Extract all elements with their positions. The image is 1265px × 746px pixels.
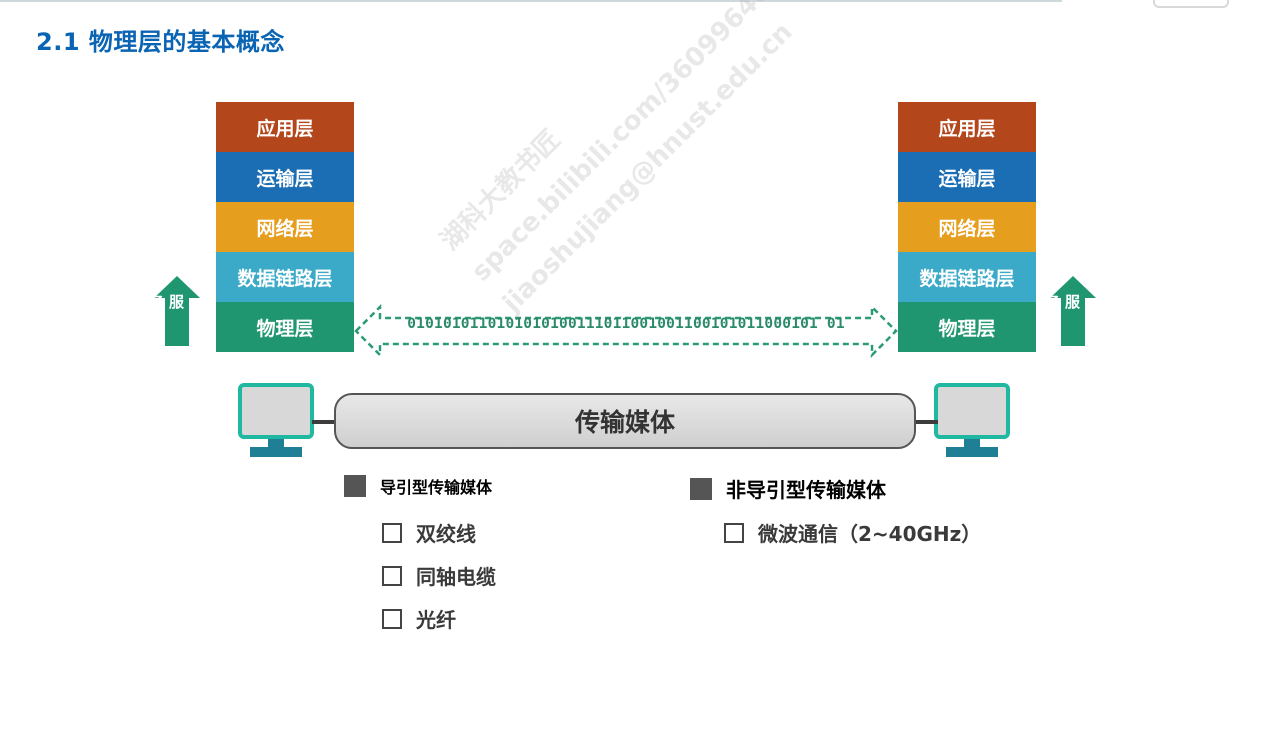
right-protocol-stack: 应用层 运输层 网络层 数据链路层 物理层 <box>898 102 1036 352</box>
guided-media-heading: 导引型传输媒体 <box>344 474 492 498</box>
guided-item-twisted-pair: 双绞线 <box>382 518 476 547</box>
unguided-media-label: 非导引型传输媒体 <box>726 478 886 502</box>
watermark-line: jiaoshujiang@hnust.edu.cn <box>497 17 799 319</box>
bitstream-double-arrow <box>354 304 898 358</box>
empty-square-icon <box>724 522 744 543</box>
right-application-layer: 应用层 <box>898 102 1036 152</box>
corner-decoration <box>1153 0 1229 8</box>
guided-item-coax: 同轴电缆 <box>382 561 496 590</box>
filled-square-icon <box>344 475 366 497</box>
guided-item-label: 同轴电缆 <box>416 565 496 589</box>
left-service-label: 服务 <box>147 294 185 309</box>
empty-square-icon <box>382 608 402 629</box>
unguided-media-heading: 非导引型传输媒体 <box>690 474 886 503</box>
guided-item-label: 双绞线 <box>416 522 476 546</box>
watermark-line: 湖科大教书匠 <box>434 124 567 257</box>
left-transport-layer: 运输层 <box>216 152 354 202</box>
right-network-layer: 网络层 <box>898 202 1036 252</box>
bitstream-text: 0101010110101010100111011001001100101011… <box>407 316 845 332</box>
watermark: 湖科大教书匠 space.bilibili.com/360996402 jiao… <box>430 0 826 323</box>
right-service-label: 服务 <box>1043 294 1081 309</box>
watermark-line: space.bilibili.com/360996402 <box>466 0 790 288</box>
left-computer-icon <box>238 383 314 457</box>
left-protocol-stack: 应用层 运输层 网络层 数据链路层 物理层 <box>216 102 354 352</box>
page-title: 2.1 物理层的基本概念 <box>36 28 285 56</box>
left-cable <box>312 420 338 424</box>
empty-square-icon <box>382 522 402 543</box>
left-physical-layer: 物理层 <box>216 302 354 352</box>
right-computer-icon <box>934 383 1010 457</box>
left-network-layer: 网络层 <box>216 202 354 252</box>
empty-square-icon <box>382 565 402 586</box>
right-cable <box>914 420 938 424</box>
guided-media-label: 导引型传输媒体 <box>380 478 493 497</box>
guided-item-fiber: 光纤 <box>382 604 456 633</box>
guided-item-label: 光纤 <box>416 608 456 632</box>
left-application-layer: 应用层 <box>216 102 354 152</box>
unguided-item-label: 微波通信（2~40GHz） <box>758 522 982 546</box>
right-datalink-layer: 数据链路层 <box>898 252 1036 302</box>
top-divider <box>0 0 1062 2</box>
transmission-medium: 传输媒体 <box>334 393 916 449</box>
left-datalink-layer: 数据链路层 <box>216 252 354 302</box>
unguided-item-microwave: 微波通信（2~40GHz） <box>724 518 981 547</box>
filled-square-icon <box>690 477 712 500</box>
right-transport-layer: 运输层 <box>898 152 1036 202</box>
up-arrow-icon <box>154 276 200 346</box>
up-arrow-icon <box>1050 276 1096 346</box>
right-physical-layer: 物理层 <box>898 302 1036 352</box>
